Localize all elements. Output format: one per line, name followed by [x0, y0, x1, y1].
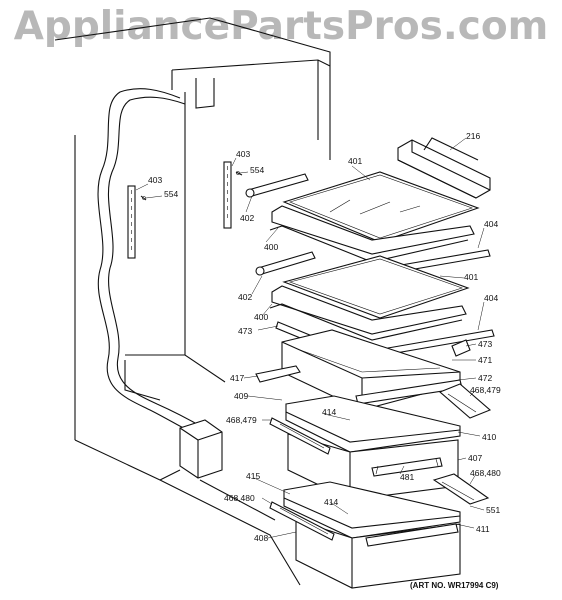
callout-411: 411 [476, 524, 490, 534]
callout-402-upper: 402 [240, 213, 254, 223]
callout-409: 409 [234, 391, 248, 401]
callout-414-upper: 414 [322, 407, 336, 417]
middle-crisper-drawer [285, 395, 461, 501]
callout-481: 481 [400, 472, 414, 482]
callout-472: 472 [478, 373, 492, 383]
cabinet-outline [54, 17, 331, 586]
lower-crisper-drawer [283, 481, 461, 589]
callout-468-479-left: 468,479 [226, 415, 257, 425]
callout-403-right: 403 [236, 149, 250, 159]
drawer-clip-right [451, 339, 471, 357]
leader-lines [135, 137, 485, 539]
callout-468-479-right: 468,479 [470, 385, 501, 395]
drawer-slide-right-middle [432, 473, 490, 505]
callout-417: 417 [230, 373, 244, 383]
callout-415: 415 [246, 471, 260, 481]
callout-216: 216 [466, 131, 480, 141]
callout-400-upper: 400 [264, 242, 278, 252]
callout-471: 471 [478, 355, 492, 365]
drawer-slide-right-upper [438, 383, 492, 419]
art-number: (ART NO. WR17994 C9) [410, 581, 499, 590]
drawer-slide-left-upper [255, 365, 301, 383]
deli-bin [397, 137, 491, 199]
callout-401-upper: 401 [348, 156, 362, 166]
callout-473-right: 473 [478, 339, 492, 349]
drawer-slide-left-middle [269, 417, 331, 455]
drawer-slide-left-lower [269, 501, 335, 541]
callout-468-480-left: 468,480 [224, 493, 255, 503]
callout-402-lower: 402 [238, 292, 252, 302]
shelf-rail-upper [245, 173, 309, 198]
shelf-rail-lower [255, 251, 316, 276]
callout-551: 551 [486, 505, 500, 515]
right-shelf-ladder [223, 161, 243, 229]
left-shelf-ladder [127, 185, 147, 259]
callout-410: 410 [482, 432, 496, 442]
callout-400-lower: 400 [254, 312, 268, 322]
callout-403-left: 403 [148, 175, 162, 185]
callout-407: 407 [468, 453, 482, 463]
callout-554-right: 554 [250, 165, 264, 175]
callout-468-480-right: 468,480 [470, 468, 501, 478]
callout-labels: 216 401 403 554 403 554 402 404 400 401 … [148, 131, 501, 543]
callout-401-lower: 401 [464, 272, 478, 282]
glass-shelf-lower [282, 255, 470, 319]
callout-414-lower: 414 [324, 497, 338, 507]
glass-shelf-upper [282, 171, 480, 243]
callout-473-left: 473 [238, 326, 252, 336]
callout-404-lower: 404 [484, 293, 498, 303]
shelf-frame-lower [269, 285, 467, 341]
shelf-frame-upper [269, 205, 475, 263]
callout-408: 408 [254, 533, 268, 543]
callout-404-upper: 404 [484, 219, 498, 229]
callout-554-left: 554 [164, 189, 178, 199]
